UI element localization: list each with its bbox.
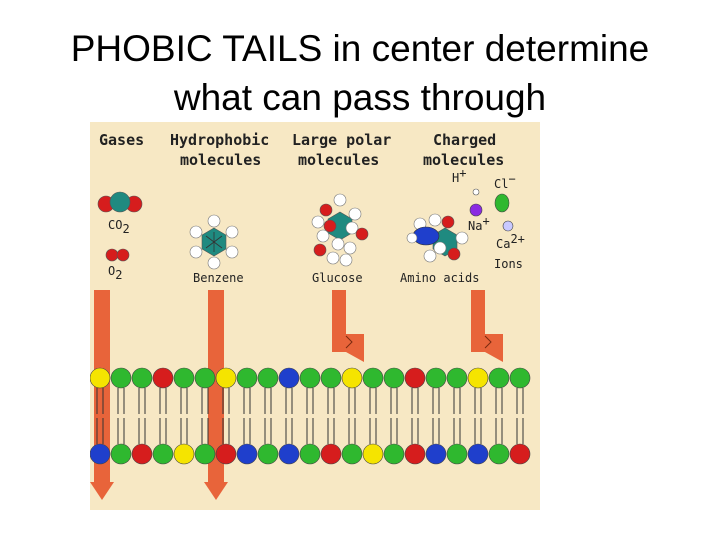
cl-ion-label: Cl−	[494, 172, 516, 191]
header-hydrophobic-line1: Hydrophobic	[170, 131, 269, 149]
lipid-head-bottom	[383, 443, 405, 465]
lipid-head-bottom	[467, 443, 489, 465]
h-ion	[472, 188, 480, 196]
header-charged-line2: molecules	[423, 151, 504, 169]
lipid-head-top	[173, 367, 195, 389]
o2-molecule	[105, 248, 130, 262]
cl-ion	[494, 193, 510, 213]
lipid-head-bottom	[173, 443, 195, 465]
lipid-head-bottom	[215, 443, 237, 465]
lipid-head-top	[215, 367, 237, 389]
lipid-head-bottom	[131, 443, 153, 465]
lipid-head-top	[488, 367, 510, 389]
lipid-head-top	[110, 367, 132, 389]
lipid-head-top	[257, 367, 279, 389]
lipid-head-top	[131, 367, 153, 389]
lipid-head-top	[341, 367, 363, 389]
lipid-head-bottom	[341, 443, 363, 465]
lipid-head-top	[467, 367, 489, 389]
lipid-head-top	[320, 367, 342, 389]
lipid-head-top	[404, 367, 426, 389]
glucose-molecule	[311, 193, 369, 267]
slide-title: PHOBIC TAILS in center determine what ca…	[0, 24, 720, 122]
lipid-head-bottom	[509, 443, 531, 465]
lipid-bilayer	[90, 367, 531, 465]
header-gases: Gases	[99, 131, 144, 149]
lipid-head-bottom	[110, 443, 132, 465]
lipid-head-bottom	[299, 443, 321, 465]
lipid-head-top	[362, 367, 384, 389]
ca-ion-label: Ca2+	[496, 232, 525, 251]
lipid-head-bottom	[488, 443, 510, 465]
lipid-head-top	[278, 367, 300, 389]
benzene-label: Benzene	[193, 271, 244, 285]
na-ion-label: Na+	[468, 214, 490, 233]
lipid-head-bottom	[278, 443, 300, 465]
figure-canvas: Gases Hydrophobic molecules Large polar …	[90, 122, 540, 510]
header-large-polar-line2: molecules	[298, 151, 379, 169]
lipid-head-top	[425, 367, 447, 389]
lipid-head-top	[90, 367, 111, 389]
ca-ion	[502, 220, 514, 232]
lipid-head-bottom	[404, 443, 426, 465]
lipid-head-bottom	[425, 443, 447, 465]
lipid-head-top	[152, 367, 174, 389]
amino-acid-molecule	[406, 213, 469, 263]
arrow-large-polar-blocked	[332, 290, 364, 362]
lipid-head-bottom	[152, 443, 174, 465]
lipid-head-bottom	[257, 443, 279, 465]
title-line-1: PHOBIC TAILS in center determine	[70, 28, 650, 69]
lipid-head-bottom	[446, 443, 468, 465]
ions-label: Ions	[494, 257, 523, 271]
h-ion-label: H+	[452, 166, 466, 185]
lipid-head-top	[446, 367, 468, 389]
glucose-label: Glucose	[312, 271, 363, 285]
lipid-head-bottom	[90, 443, 111, 465]
lipid-head-bottom	[236, 443, 258, 465]
benzene-molecule	[189, 214, 239, 270]
co2-label: CO2	[108, 218, 130, 236]
header-hydrophobic-line2: molecules	[180, 151, 261, 169]
lipid-head-top	[509, 367, 531, 389]
membrane-permeability-figure: Gases Hydrophobic molecules Large polar …	[90, 122, 540, 510]
na-ion	[469, 203, 483, 217]
lipid-head-top	[299, 367, 321, 389]
lipid-head-bottom	[320, 443, 342, 465]
amino-acids-label: Amino acids	[400, 271, 479, 285]
arrow-hydrophobic-passes	[204, 290, 228, 500]
lipid-head-bottom	[362, 443, 384, 465]
lipid-head-top	[236, 367, 258, 389]
co2-molecule	[97, 191, 143, 213]
o2-label: O2	[108, 264, 122, 282]
arrow-charged-blocked	[471, 290, 503, 362]
lipid-head-bottom	[194, 443, 216, 465]
header-large-polar-line1: Large polar	[292, 131, 391, 149]
lipid-head-top	[194, 367, 216, 389]
title-line-2: what can pass through	[173, 77, 547, 118]
lipid-head-top	[383, 367, 405, 389]
header-charged-line1: Charged	[433, 131, 496, 149]
